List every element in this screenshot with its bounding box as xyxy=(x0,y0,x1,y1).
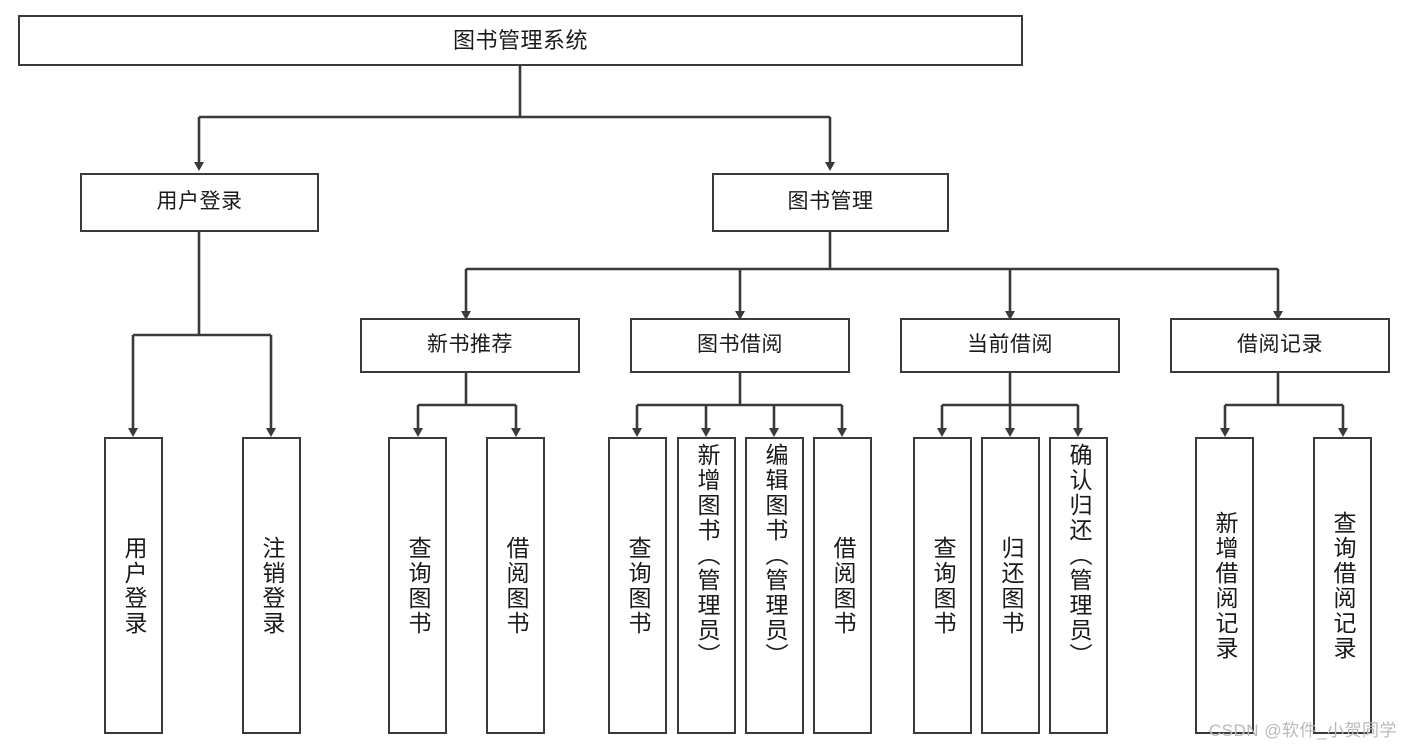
leaf-new-book-borrow[interactable]: 借阅图书 xyxy=(486,437,545,734)
leaf-label: 新增借阅记录 xyxy=(1212,510,1238,661)
leaf-label: 借阅图书 xyxy=(503,535,529,636)
node-user-login-label: 用户登录 xyxy=(156,190,243,214)
node-new-book-recommend[interactable]: 新书推荐 xyxy=(360,318,580,373)
leaf-new-book-query[interactable]: 查询图书 xyxy=(388,437,447,734)
leaf-label: 归还图书 xyxy=(998,535,1024,636)
node-current-borrow[interactable]: 当前借阅 xyxy=(900,318,1120,373)
node-current-borrow-label: 当前借阅 xyxy=(967,333,1053,357)
leaf-book-borrow-edit[interactable]: 编辑图书（管理员） xyxy=(745,437,804,734)
node-new-book-recommend-label: 新书推荐 xyxy=(427,333,513,357)
leaf-label: 查询图书 xyxy=(405,535,431,636)
leaf-current-borrow-query[interactable]: 查询图书 xyxy=(913,437,972,734)
leaf-label: 查询图书 xyxy=(625,535,651,636)
leaf-book-borrow-borrow[interactable]: 借阅图书 xyxy=(813,437,872,734)
leaf-user-login-login[interactable]: 用户登录 xyxy=(104,437,163,734)
node-root-label: 图书管理系统 xyxy=(452,27,588,53)
csdn-watermark: CSDN @软件_小贺同学 xyxy=(1208,721,1397,740)
node-borrow-record-label: 借阅记录 xyxy=(1237,333,1323,357)
leaf-label: 新增图书（管理员） xyxy=(694,443,720,668)
leaf-label: 查询图书 xyxy=(930,535,956,636)
leaf-label: 注销登录 xyxy=(259,535,285,636)
leaf-label: 编辑图书（管理员） xyxy=(762,443,788,668)
leaf-borrow-record-add[interactable]: 新增借阅记录 xyxy=(1195,437,1254,734)
node-book-manage-label: 图书管理 xyxy=(787,190,874,214)
leaf-book-borrow-query[interactable]: 查询图书 xyxy=(608,437,667,734)
leaf-label: 用户登录 xyxy=(121,535,147,636)
leaf-book-borrow-add[interactable]: 新增图书（管理员） xyxy=(677,437,736,734)
leaf-label: 借阅图书 xyxy=(830,535,856,636)
node-borrow-record[interactable]: 借阅记录 xyxy=(1170,318,1390,373)
node-book-manage[interactable]: 图书管理 xyxy=(712,173,949,232)
node-book-borrow-label: 图书借阅 xyxy=(697,333,783,357)
leaf-borrow-record-query[interactable]: 查询借阅记录 xyxy=(1313,437,1372,734)
leaf-current-borrow-return[interactable]: 归还图书 xyxy=(981,437,1040,734)
leaf-label: 查询借阅记录 xyxy=(1330,510,1356,661)
leaf-label: 确认归还（管理员） xyxy=(1066,443,1092,668)
leaf-user-login-logout[interactable]: 注销登录 xyxy=(242,437,301,734)
node-book-borrow[interactable]: 图书借阅 xyxy=(630,318,850,373)
node-root[interactable]: 图书管理系统 xyxy=(18,15,1023,66)
node-user-login[interactable]: 用户登录 xyxy=(80,173,319,232)
leaf-current-borrow-confirm[interactable]: 确认归还（管理员） xyxy=(1049,437,1108,734)
